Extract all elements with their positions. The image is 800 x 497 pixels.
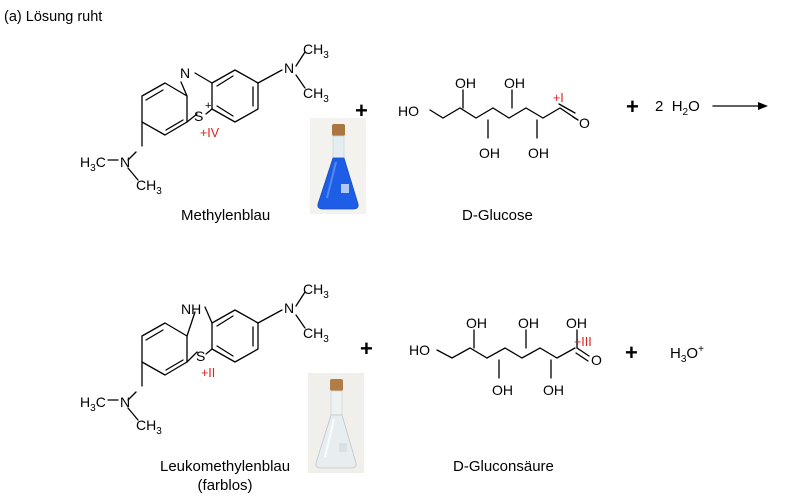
mb-ring-nitrogen: N — [180, 65, 191, 81]
panel-heading: (a) Lösung ruht — [4, 9, 103, 25]
bottom-plus-1: + — [360, 336, 373, 361]
glucose-oh-c2: OH — [528, 145, 549, 161]
lmb-nme2-top-me1: CH3 — [303, 281, 329, 301]
mb-sulfur: S — [194, 108, 204, 124]
gluconic-oh-c2: OH — [543, 382, 564, 398]
mb-name: Methylenblau — [181, 207, 271, 224]
bottom-plus-2: + — [625, 340, 638, 365]
lmb-nme2-top-me2: CH3 — [303, 325, 329, 345]
mb-nme2-bottom-n: N — [120, 154, 131, 170]
blue-flask-image — [310, 118, 366, 214]
mb-center-ring — [194, 72, 213, 115]
glucose-oxidation-state: +I — [553, 91, 564, 105]
hydronium: H3O+ — [670, 344, 704, 365]
lmb-oxidation-state: +II — [201, 366, 216, 380]
glucose-oh-c4: OH — [479, 145, 500, 161]
mb-charge: + — [205, 100, 212, 112]
top-plus-1: + — [355, 98, 368, 123]
lmb-nme2-top-n: N — [284, 300, 295, 316]
glucose-chain — [429, 107, 579, 121]
clear-flask-image — [308, 373, 364, 473]
glucose-ho-left: HO — [398, 103, 419, 119]
gluconic-oh-c4: OH — [492, 382, 513, 398]
lmb-sulfur: S — [196, 348, 206, 364]
gluconic-chain — [436, 347, 576, 359]
lmb-nme2-bottom-n: N — [120, 394, 131, 410]
gluconic-name: D-Gluconsäure — [453, 458, 554, 475]
lmb-nme2-bottom-me1: H3C — [80, 394, 106, 414]
mb-nme2-bottom-me2: CH3 — [136, 177, 162, 197]
gluconic-oh-c5: OH — [466, 315, 487, 331]
glucose-name: D-Glucose — [462, 207, 533, 224]
mb-nme2-top-me2: CH3 — [303, 85, 329, 105]
lmb-nme2-bottom-me2: CH3 — [136, 417, 162, 437]
gluconic-carbonyl-o: O — [591, 352, 602, 368]
water: 2 H2O — [655, 98, 700, 118]
mb-nme2-top-me1: CH3 — [303, 41, 329, 61]
top-plus-2: + — [626, 94, 639, 119]
mb-nme2-bottom-me1: H3C — [80, 154, 106, 174]
glucose-oh-c5: OH — [455, 75, 476, 91]
gluconic-oxidation-state: +III — [574, 335, 592, 349]
glucose-oh-c3: OH — [504, 75, 525, 91]
gluconic-oh-c3: OH — [518, 315, 539, 331]
glucose-aldehyde-o: O — [579, 115, 590, 131]
mb-oxidation-state: +IV — [200, 126, 220, 140]
mb-left-ring-bonds — [141, 82, 188, 136]
lmb-name: Leukomethylenblau(farblos) — [160, 458, 291, 494]
gluconic-ho-left: HO — [409, 342, 430, 358]
mb-nme2-top-n: N — [284, 60, 295, 76]
lmb-nh: NH — [181, 301, 202, 317]
gluconic-carboxyl-oh: OH — [566, 315, 587, 331]
